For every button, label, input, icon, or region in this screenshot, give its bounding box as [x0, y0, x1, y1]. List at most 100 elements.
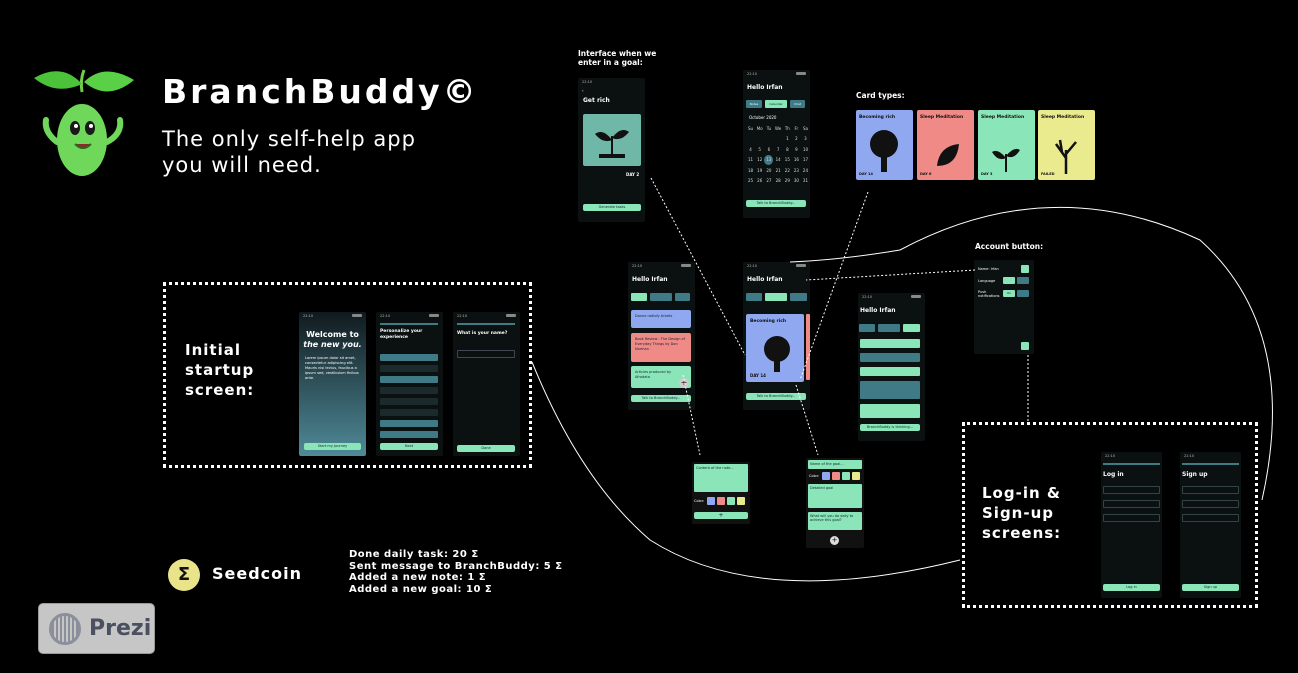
tab-calendar[interactable]	[878, 324, 900, 332]
language-toggle[interactable]	[1017, 277, 1029, 284]
notes-greeting: Hello Irfan	[632, 276, 668, 283]
color-swatch[interactable]	[737, 497, 745, 505]
tab-calendar[interactable]	[790, 293, 807, 301]
calendar-day[interactable]: 29	[784, 178, 790, 184]
calendar-day[interactable]: 18	[747, 167, 754, 173]
tab-goals[interactable]	[765, 293, 787, 301]
tab-notes[interactable]	[631, 293, 647, 301]
goal-card[interactable]: Becoming rich DAY 14	[746, 314, 804, 382]
calendar-day[interactable]: 23	[793, 167, 799, 173]
calendar-day[interactable]: 1	[786, 136, 789, 142]
calendar-day[interactable]: 8	[786, 146, 789, 152]
talk-button[interactable]: Talk to BranchBuddy...	[746, 200, 806, 207]
username-field[interactable]	[1182, 486, 1239, 494]
calendar-day[interactable]: 9	[795, 146, 798, 152]
username-field[interactable]	[1103, 486, 1160, 494]
calendar-day[interactable]: 28	[775, 178, 781, 184]
tab-notes[interactable]	[859, 324, 875, 332]
tab-notes[interactable]: Notes	[746, 100, 762, 108]
account-icon[interactable]	[1021, 342, 1029, 350]
calendar-day[interactable]: 20	[766, 167, 772, 173]
chat-bubble	[860, 353, 920, 362]
calendar-day[interactable]: 17	[802, 157, 808, 163]
add-goal-button[interactable]: +	[830, 536, 839, 545]
calendar-day[interactable]: 24	[802, 167, 808, 173]
calendar-day[interactable]: 13	[764, 154, 774, 165]
goal-screen: 22:10 ‹ Get rich DAY 2 Generate tasks	[578, 78, 645, 222]
talk-button[interactable]: Talk to BranchBuddy...	[631, 395, 691, 402]
color-swatch[interactable]	[717, 497, 725, 505]
option-row[interactable]	[380, 431, 438, 438]
password-field[interactable]	[1103, 514, 1160, 522]
color-swatch[interactable]	[727, 497, 735, 505]
tab-chat[interactable]	[903, 324, 920, 332]
password-field[interactable]	[1182, 514, 1239, 522]
daily-action-input[interactable]: What will you do daily to achieve this g…	[808, 512, 862, 530]
calendar-day[interactable]: 22	[784, 167, 790, 173]
option-row[interactable]	[380, 354, 438, 361]
color-swatch[interactable]	[842, 472, 850, 480]
note-item[interactable]: Book Review : The Design of Everyday Thi…	[631, 333, 691, 362]
calendar-day[interactable]: 31	[802, 178, 808, 184]
tab-chat[interactable]	[675, 293, 690, 301]
calendar-day[interactable]: 10	[802, 146, 808, 152]
calendar-day[interactable]: 27	[766, 178, 772, 184]
name-input[interactable]	[457, 350, 515, 358]
done-button[interactable]: Done	[457, 445, 515, 452]
color-swatch[interactable]	[822, 472, 830, 480]
calendar-day[interactable]: 12	[757, 157, 763, 163]
start-journey-button[interactable]: Start my Journey	[304, 443, 361, 450]
calendar-screen: 22:10 Hello Irfan Notes Calendar Chat Oc…	[743, 70, 810, 218]
tab-notes[interactable]	[746, 293, 762, 301]
option-row[interactable]	[380, 376, 438, 383]
signup-button[interactable]: Sign up	[1182, 584, 1239, 591]
email-field[interactable]	[1182, 500, 1239, 508]
login-button[interactable]: Log in	[1103, 584, 1160, 591]
calendar-day[interactable]: 30	[793, 178, 799, 184]
goal-name-input[interactable]: Name of the goal...	[808, 460, 862, 469]
calendar-day[interactable]: 5	[758, 146, 761, 152]
language-toggle[interactable]	[1003, 277, 1015, 284]
option-row[interactable]	[380, 420, 438, 427]
calendar-day[interactable]: 3	[804, 136, 807, 142]
note-item[interactable]: Articles produced by Afrodata	[631, 366, 691, 388]
calendar-day[interactable]: 21	[775, 167, 781, 173]
calendar-day[interactable]: 26	[757, 178, 763, 184]
calendar-day[interactable]: 25	[747, 178, 754, 184]
color-swatch[interactable]	[852, 472, 860, 480]
new-goal-modal: Name of the goal... Color: Detailed goal…	[806, 458, 864, 548]
note-content-input[interactable]: Content of the note...	[694, 464, 748, 492]
calendar-day[interactable]: 15	[784, 157, 790, 163]
tab-calendar[interactable]	[650, 293, 672, 301]
calendar-day[interactable]: 6	[767, 146, 771, 152]
calendar-day[interactable]: 2	[795, 136, 798, 142]
next-button[interactable]: Next	[380, 443, 438, 450]
add-note-button[interactable]: +	[694, 512, 748, 519]
welcome-line-2: the new you.	[303, 340, 362, 349]
tab-calendar[interactable]: Calendar	[765, 100, 787, 108]
calendar-day[interactable]: 7	[776, 146, 780, 152]
color-swatch[interactable]	[832, 472, 840, 480]
calendar-day[interactable]: 14	[775, 157, 781, 163]
option-row[interactable]	[380, 398, 438, 405]
talk-button[interactable]: Talk to BranchBuddy...	[746, 393, 806, 400]
calendar-day[interactable]: 16	[793, 157, 799, 163]
email-field[interactable]	[1103, 500, 1160, 508]
add-note-icon[interactable]: +	[679, 378, 689, 388]
push-toggle[interactable]: On	[1003, 290, 1015, 297]
calendar-day[interactable]: 4	[749, 146, 752, 152]
generate-tasks-button[interactable]: Generate tasks	[583, 204, 641, 211]
tab-chat[interactable]: Chat	[790, 100, 805, 108]
note-item[interactable]: Donne radiofy tickets	[631, 310, 691, 328]
color-swatch[interactable]	[707, 497, 715, 505]
push-toggle[interactable]	[1017, 290, 1029, 297]
option-row[interactable]	[380, 365, 438, 372]
option-row[interactable]	[380, 409, 438, 416]
edit-icon[interactable]	[1021, 265, 1029, 273]
calendar-day[interactable]: 19	[757, 167, 763, 173]
detailed-goal-input[interactable]: Detailed goal	[808, 484, 862, 508]
prezi-badge[interactable]: Prezi	[38, 603, 155, 654]
option-row[interactable]	[380, 387, 438, 394]
calendar-day[interactable]: 11	[747, 157, 754, 163]
